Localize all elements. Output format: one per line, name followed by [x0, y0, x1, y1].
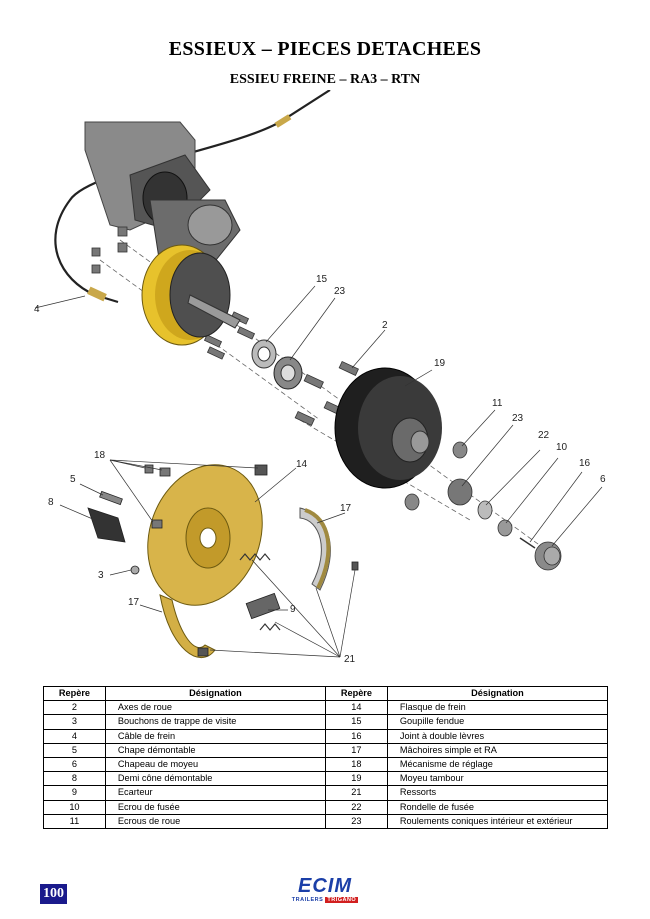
header-designation-1: Désignation [104, 685, 326, 702]
callout-18: 18 [94, 450, 106, 461]
callout-5: 5 [70, 474, 76, 485]
page-subtitle: ESSIEU FREINE – RA3 – RTN [229, 72, 421, 87]
callout-17-a: 17 [340, 503, 352, 514]
page-number: 100 [40, 884, 67, 904]
header-designation-2: Désignation [386, 685, 609, 702]
callout-14: 14 [296, 459, 308, 470]
logo-subtitle: TRAILERS TRIGANO [289, 897, 361, 903]
header-repere-2: Repère [324, 685, 388, 702]
callout-16: 15 [316, 274, 328, 285]
exploded-view-diagram: 4 2 15 23 19 11 23 22 10 16 6 14 18 5 8 … [0, 90, 650, 680]
page-title: ESSIEUX – PIECES DETACHEES [168, 38, 482, 60]
table-header-row: Repère Désignation Repère Désignation [43, 685, 609, 702]
header-repere-1: Repère [43, 685, 106, 702]
callout-21: 21 [344, 654, 356, 665]
ecim-logo: ECIM TRAILERS TRIGANO [289, 875, 361, 909]
callout-2: 2 [382, 320, 388, 331]
callout-19: 19 [434, 358, 446, 369]
callout-22: 22 [538, 430, 550, 441]
backing-plate-assembled [141, 244, 241, 346]
callout-23-a: 23 [334, 286, 346, 297]
callout-11: 11 [492, 398, 503, 409]
logo-brand: ECIM [298, 875, 352, 897]
callout-23-b: 23 [512, 413, 524, 424]
brake-drum [334, 367, 442, 489]
callout-4: 4 [34, 304, 40, 315]
callout-10: 10 [556, 442, 568, 453]
callout-3: 3 [98, 570, 104, 581]
logo-sub-left: TRAILERS [291, 897, 324, 903]
callout-6: 6 [600, 474, 606, 485]
callout-8: 8 [48, 497, 54, 508]
callout-17-b: 17 [128, 597, 140, 608]
callout-15: 16 [579, 458, 591, 469]
logo-sub-right: TRIGANO [325, 897, 359, 903]
brake-cable [54, 90, 331, 304]
backing-plate-exploded [147, 464, 263, 606]
callout-9: 9 [290, 604, 296, 615]
